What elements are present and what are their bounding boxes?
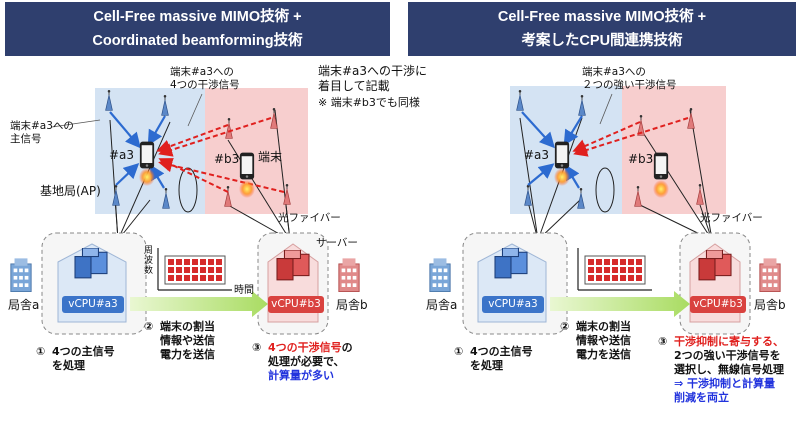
right-step2-number: ②	[560, 320, 570, 333]
left-step3-mid-text: の 処理が必要で、	[268, 341, 353, 368]
smartphone-icon	[554, 141, 570, 169]
left-header-line1: Cell-Free massive MIMO技術 +	[93, 9, 302, 25]
right-step3-mid-text: 2つの強い干渉信号を 選択し、無線信号処理	[674, 349, 784, 376]
right-step3-text: 干渉抑制に寄与する、 2つの強い干渉信号を 選択し、無線信号処理 ⇒ 干渉抑制と…	[674, 335, 784, 405]
right-step1-text: 4つの主信号 を処理	[470, 345, 533, 372]
left-header: Cell-Free massive MIMO技術 + Coordinated b…	[5, 2, 390, 56]
left-step3-number: ③	[252, 341, 262, 354]
left-step2-number: ②	[144, 320, 154, 333]
right-fiber-label: 光ファイバー	[700, 212, 763, 224]
left-step2-text: 端末の割当 情報や送信 電力を送信	[160, 320, 215, 361]
left-building-b-label: 局舎b	[336, 298, 368, 312]
left-main-signal-label: 端末#a3への 主信号	[10, 120, 74, 145]
left-vcpu-a-label: vCPU#a3	[68, 298, 118, 310]
note-line2: 着目して記載	[318, 79, 390, 93]
right-cell-b	[622, 86, 726, 214]
left-time-axis-label: 時間	[234, 285, 254, 296]
building-icon	[10, 258, 32, 292]
left-terminal-label: 端末	[258, 150, 283, 164]
left-vcpu-b-label: vCPU#b3	[271, 298, 321, 310]
smartphone-icon	[653, 152, 669, 180]
left-ap-label: 基地局(AP)	[40, 184, 101, 198]
left-step3-red-text: 4つの干渉信号	[268, 341, 342, 354]
left-fiber-label: 光ファイバー	[278, 212, 341, 224]
right-interference-label: 端末#a3への ２つの強い干渉信号	[582, 66, 677, 91]
right-header: Cell-Free massive MIMO技術 + 考案したCPU間連携技術	[408, 2, 796, 56]
left-green-arrow	[130, 291, 268, 317]
left-tf-grid	[157, 248, 232, 291]
right-vcpu-a-label: vCPU#a3	[488, 298, 538, 310]
left-header-line2: Coordinated beamforming技術	[92, 33, 303, 49]
right-step3-blue-text: ⇒ 干渉抑制と計算量 削減を両立	[674, 377, 776, 404]
right-step2-text: 端末の割当 情報や送信 電力を送信	[576, 320, 631, 361]
left-interference-label: 端末#a3への 4つの干渉信号	[170, 66, 240, 91]
smartphone-icon	[239, 152, 255, 180]
right-vcpu-b-box	[690, 296, 746, 313]
smartphone-icon	[139, 141, 155, 169]
right-step1-number: ①	[454, 345, 464, 358]
right-tf-grid	[577, 248, 652, 291]
left-cell-b	[205, 88, 308, 214]
right-header-line1: Cell-Free massive MIMO技術 +	[497, 9, 707, 25]
note-line1: 端末#a3への干渉に	[318, 64, 428, 78]
right-device-b3-label: #b3	[628, 152, 654, 166]
note-line3: ※ 端末#b3でも同様	[318, 96, 420, 109]
left-step1-text: 4つの主信号 を処理	[52, 345, 115, 372]
left-step3-text: 4つの干渉信号の 処理が必要で、 計算量が多い	[268, 341, 353, 383]
building-icon	[338, 258, 360, 292]
left-device-b3-label: #b3	[214, 152, 240, 166]
right-vcpu-b-label: vCPU#b3	[693, 298, 743, 310]
building-icon	[429, 258, 451, 292]
left-vcpu-a-box	[62, 296, 124, 313]
left-device-a3-label: #a3	[109, 148, 135, 162]
right-device-a3-label: #a3	[524, 148, 550, 162]
building-icon	[759, 258, 781, 292]
right-vcpu-a-box	[482, 296, 544, 313]
left-step3-blue-text: 計算量が多い	[268, 369, 334, 382]
left-panel	[10, 88, 360, 335]
left-building-a-label: 局舎a	[8, 298, 40, 312]
left-vcpu-b-box	[268, 296, 324, 313]
right-building-a-label: 局舎a	[426, 298, 458, 312]
right-building-b-label: 局舎b	[754, 298, 786, 312]
right-step3-number: ③	[658, 335, 668, 348]
left-server-label: サーバー	[316, 237, 358, 249]
left-freq-axis-label: 周 波 数	[144, 246, 154, 276]
right-step3-red-text: 干渉抑制に寄与する、	[674, 335, 784, 348]
right-panel	[429, 86, 781, 335]
left-step1-number: ①	[36, 345, 46, 358]
right-green-arrow	[550, 291, 690, 317]
right-header-line2: 考案したCPU間連携技術	[521, 33, 683, 49]
